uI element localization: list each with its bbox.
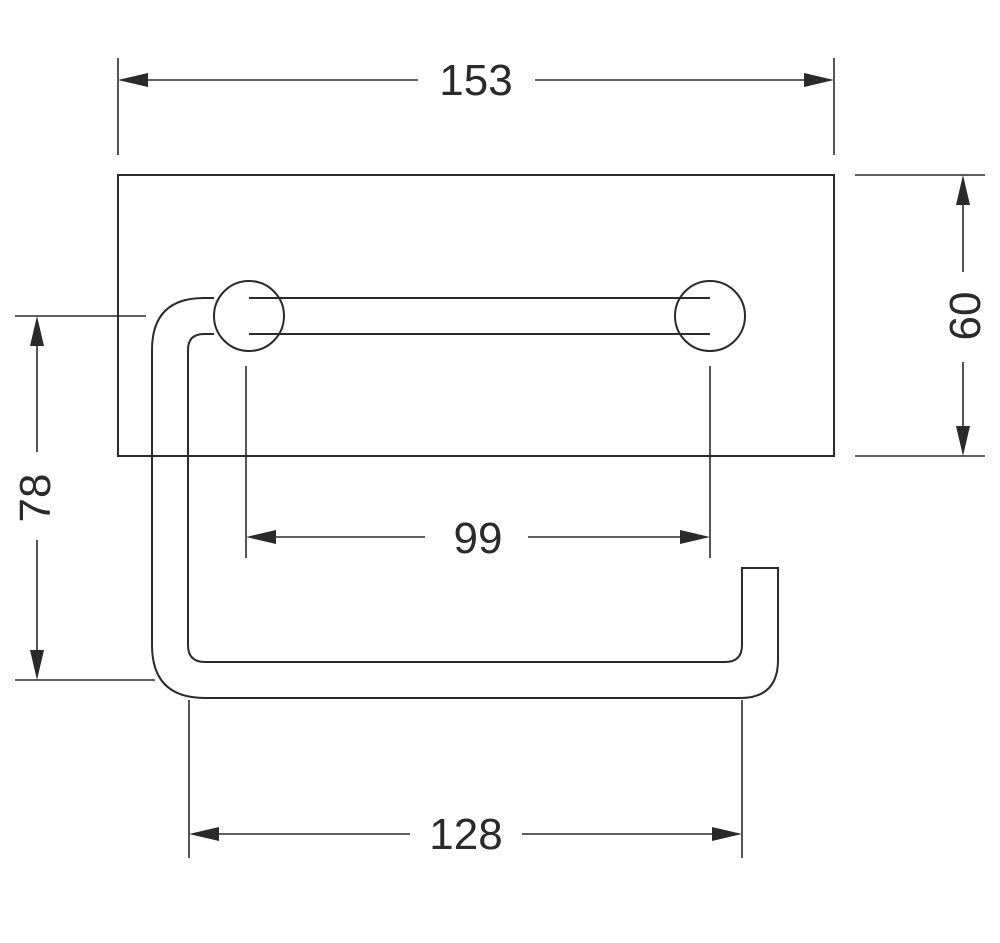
dim-projection-depth xyxy=(15,315,155,681)
dim-bar-length-label: 128 xyxy=(429,810,502,859)
right-post xyxy=(674,280,746,352)
top-rod xyxy=(249,297,710,335)
back-plate xyxy=(117,174,835,457)
holder-bar xyxy=(151,297,779,699)
dim-plate-height-label: 60 xyxy=(941,292,990,341)
dim-bar-length xyxy=(188,700,743,858)
dim-overall-width xyxy=(117,58,835,155)
dim-plate-height xyxy=(855,174,985,457)
dim-post-spacing-label: 99 xyxy=(454,514,503,563)
dim-post-spacing xyxy=(245,366,711,558)
dim-projection-depth-label: 78 xyxy=(11,474,60,523)
left-post xyxy=(213,280,285,352)
dim-overall-width-label: 153 xyxy=(439,56,512,105)
